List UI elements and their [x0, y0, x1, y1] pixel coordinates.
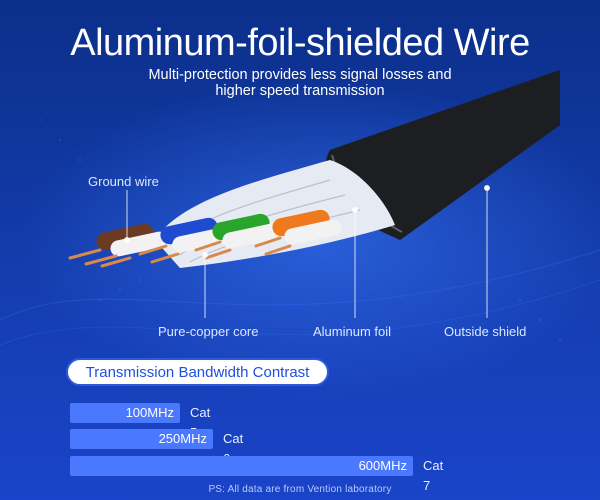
footnote: PS: All data are from Vention laboratory [208, 484, 392, 495]
callout-aluminum-foil: Aluminum foil [313, 324, 392, 339]
callout-pure-copper-core: Pure-copper core [158, 324, 259, 339]
subheadline: Multi-protection provides less signal lo… [0, 67, 600, 99]
callout-ground-wire: Ground wire [88, 174, 159, 189]
bandwidth-category: Cat 7 [423, 458, 444, 493]
bandwidth-bar-cat7: 600MHz Cat 7 [70, 456, 443, 493]
subheadline-line-1: Multi-protection provides less signal lo… [148, 67, 452, 83]
bandwidth-value: 100MHz [125, 405, 174, 420]
bandwidth-title: Transmission Bandwidth Contrast [85, 363, 310, 381]
subheadline-line-2: higher speed transmission [215, 83, 385, 99]
copper-cores [68, 236, 292, 268]
twisted-pairs [96, 209, 342, 257]
bandwidth-bar-cat6: 250MHz Cat 6 [70, 429, 243, 466]
callout-lines [124, 185, 490, 318]
headline: Aluminum-foil-shielded Wire [70, 22, 530, 64]
callout-outside-shield: Outside shield [444, 324, 527, 339]
bandwidth-category: Cat 5 [190, 405, 211, 440]
bandwidth-value: 250MHz [158, 431, 207, 446]
bandwidth-category: Cat 6 [223, 431, 244, 466]
bandwidth-value: 600MHz [358, 458, 407, 473]
bandwidth-title-badge: Transmission Bandwidth Contrast [66, 358, 329, 386]
bandwidth-bar-cat5: 100MHz Cat 5 [70, 403, 210, 440]
